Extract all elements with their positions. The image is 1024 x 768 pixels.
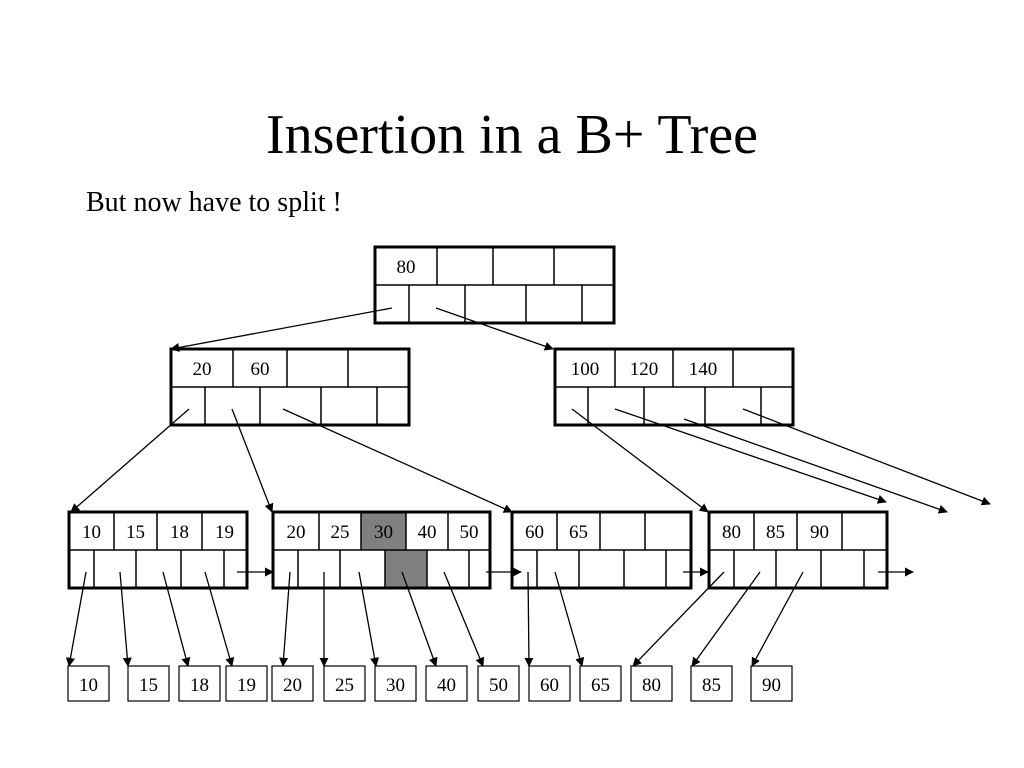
record-pointer-arrow [204, 571, 235, 667]
data-record [374, 665, 417, 702]
record-pointer-arrow [632, 571, 725, 667]
record-pointer-arrow [691, 571, 761, 667]
data-record [425, 665, 468, 702]
data-record [271, 665, 314, 702]
leaf-node-3-key: 60 [525, 522, 544, 543]
data-record-label: 60 [540, 675, 559, 696]
leaf-node-4-key: 80 [722, 522, 741, 543]
leaf-node-1-key: 19 [215, 522, 234, 543]
slide-subtitle: But now have to split ! [86, 187, 342, 218]
data-record [67, 665, 110, 702]
data-record-label: 85 [702, 675, 721, 696]
leaf-node-1-key: 15 [126, 522, 145, 543]
record-pointer-arrow [279, 571, 291, 667]
leaf-node-2-key: 30 [374, 522, 393, 543]
pointer-arrow [683, 418, 948, 514]
record-pointer-arrow [524, 571, 534, 667]
pointer-arrow [70, 408, 190, 513]
leaf-node-4-key: 85 [766, 522, 785, 543]
data-record-label: 90 [762, 675, 781, 696]
data-record [690, 665, 733, 702]
record-pointer-arrow [162, 571, 191, 667]
leaf-node-2-key: 50 [460, 522, 479, 543]
leaf-node-2-highlight-key [361, 512, 406, 550]
internal-node-left-key: 20 [193, 359, 212, 380]
pointer-arrow [571, 408, 709, 513]
record-pointer-arrow [443, 571, 485, 667]
data-record [477, 665, 520, 702]
internal-node-right-key: 120 [630, 359, 659, 380]
data-record-label: 80 [642, 675, 661, 696]
data-record [750, 665, 793, 702]
record-pointer-arrow [65, 571, 87, 667]
leaf-node-2-key: 20 [287, 522, 306, 543]
data-record-label: 20 [283, 675, 302, 696]
root-node-key: 80 [397, 257, 416, 278]
record-pointer-arrow [119, 571, 132, 667]
data-record [630, 665, 673, 702]
data-record-label: 19 [237, 675, 256, 696]
data-record [178, 665, 221, 702]
data-record [225, 665, 268, 702]
pointer-arrow [742, 408, 991, 506]
pointer-arrow [170, 307, 393, 352]
pointer-arrow [282, 408, 513, 513]
record-pointer-arrow [401, 571, 438, 667]
data-record [528, 665, 571, 702]
pointer-arrow [614, 408, 887, 504]
leaf-node-3-key: 65 [569, 522, 588, 543]
internal-node-left-key: 60 [251, 359, 270, 380]
pointer-arrow [435, 307, 554, 351]
data-record-label: 65 [591, 675, 610, 696]
leaf-node-2-key: 25 [331, 522, 350, 543]
data-record-label: 15 [139, 675, 158, 696]
data-record-label: 30 [386, 675, 405, 696]
record-pointer-arrow [358, 571, 380, 667]
data-record-label: 25 [335, 675, 354, 696]
internal-node-right-key: 100 [571, 359, 600, 380]
data-record [579, 665, 622, 702]
pointer-arrow [231, 408, 274, 513]
data-record-label: 10 [79, 675, 98, 696]
data-record-label: 40 [437, 675, 456, 696]
record-pointer-arrow [751, 571, 804, 667]
leaf-node-2-key: 40 [418, 522, 437, 543]
data-record-label: 18 [190, 675, 209, 696]
leaf-node-1-key: 18 [170, 522, 189, 543]
leaf-node-1-key: 10 [82, 522, 101, 543]
slide-title: Insertion in a B+ Tree [266, 104, 758, 166]
record-pointer-arrow [554, 571, 585, 667]
data-record-label: 50 [489, 675, 508, 696]
internal-node-right-key: 140 [689, 359, 718, 380]
data-record [323, 665, 366, 702]
data-record [127, 665, 170, 702]
leaf-node-4-key: 90 [810, 522, 829, 543]
